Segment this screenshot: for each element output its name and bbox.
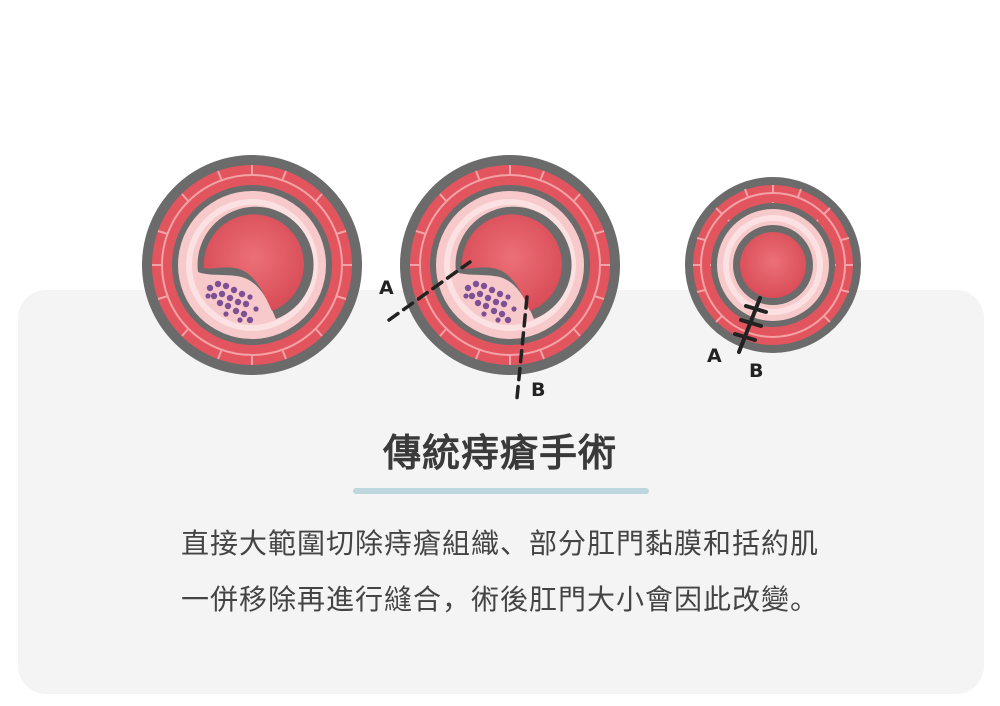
cut-label-a: A xyxy=(379,277,394,299)
description-line-1: 直接大範圍切除痔瘡組織、部分肛門黏膜和括約肌 xyxy=(180,527,819,560)
cross-section-before xyxy=(142,155,362,375)
cut-line-b xyxy=(515,295,529,400)
cross-section-excision: A B xyxy=(379,155,620,401)
hemorrhoid-tissue xyxy=(463,280,517,324)
page-title: 傳統痔瘡手術 xyxy=(382,431,617,475)
suture-line xyxy=(733,296,768,354)
cross-section-after-suture: A B xyxy=(685,177,861,382)
description-line-2: 一併移除再進行縫合，術後肛門大小會因此改變。 xyxy=(180,583,819,616)
hemorrhoid-surgery-diagram: A B xyxy=(142,155,861,401)
cut-line-a xyxy=(387,260,472,322)
suture-label-b: B xyxy=(749,360,763,382)
cut-label-b: B xyxy=(531,379,545,401)
title-underline xyxy=(353,488,649,494)
suture-label-a: A xyxy=(707,345,722,367)
hemorrhoid-tissue xyxy=(205,280,259,324)
